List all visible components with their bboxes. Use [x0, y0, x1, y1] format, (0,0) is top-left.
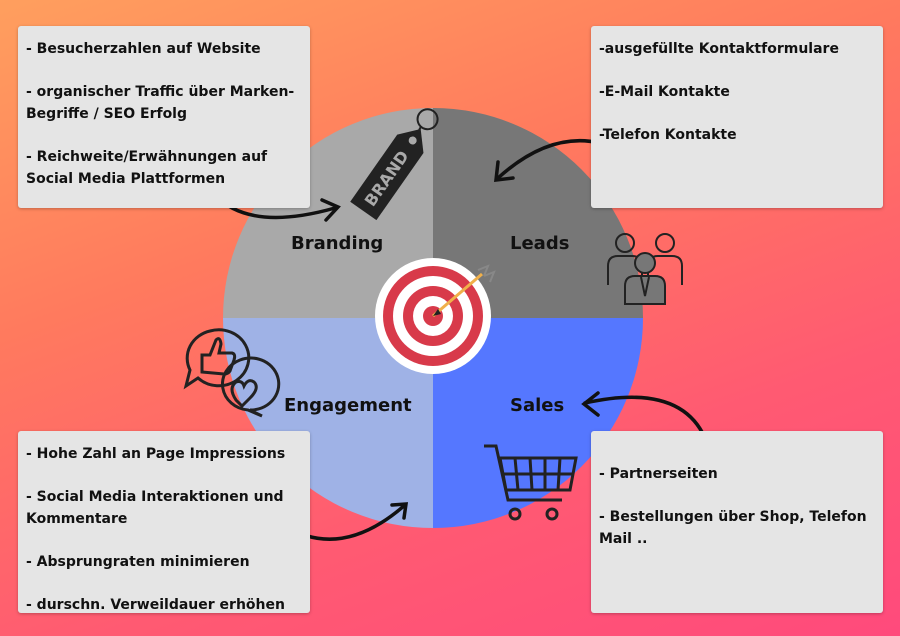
sales-metrics-box: - Partnerseiten - Bestellungen über Shop…: [591, 431, 883, 613]
leads-item: -Telefon Kontakte: [599, 127, 737, 143]
sales-item: - Bestellungen über Shop, Telefon Mail .…: [599, 509, 867, 547]
leads-item: -E-Mail Kontakte: [599, 84, 730, 100]
quadrant-leads: [433, 108, 643, 318]
label-sales: Sales: [510, 395, 565, 416]
engagement-item: - Hohe Zahl an Page Impressions: [26, 446, 286, 462]
shopping-cart-icon: [484, 444, 578, 521]
branding-metrics-box: - Besucherzahlen auf Website - organisch…: [18, 26, 310, 208]
arrow-sales: [581, 391, 707, 440]
branding-item: - Reichweite/Erwähnungen auf Social Medi…: [26, 149, 268, 187]
leads-item: -ausgefüllte Kontaktformulare: [599, 41, 839, 57]
label-branding: Branding: [291, 233, 384, 254]
branding-item: - Besucherzahlen auf Website: [26, 41, 261, 57]
target-icon: [375, 258, 496, 374]
engagement-item: - durschn. Verweildauer erhöhen: [26, 597, 285, 613]
sales-item: - Partnerseiten: [599, 466, 718, 482]
people-group-icon: [607, 233, 683, 305]
engagement-item: - Social Media Interaktionen und Komment…: [26, 489, 284, 527]
engagement-item: - Absprungraten minimieren: [26, 554, 250, 570]
engagement-metrics-box: - Hohe Zahl an Page Impressions - Social…: [18, 431, 310, 613]
chat-like-icon: [183, 328, 281, 418]
quadrant-sales: [433, 318, 643, 528]
label-engagement: Engagement: [284, 395, 412, 416]
leads-metrics-box: -ausgefüllte Kontaktformulare -E-Mail Ko…: [591, 26, 883, 208]
label-leads: Leads: [510, 233, 570, 254]
branding-item: - organischer Traffic über Marken-Begrif…: [26, 84, 295, 122]
